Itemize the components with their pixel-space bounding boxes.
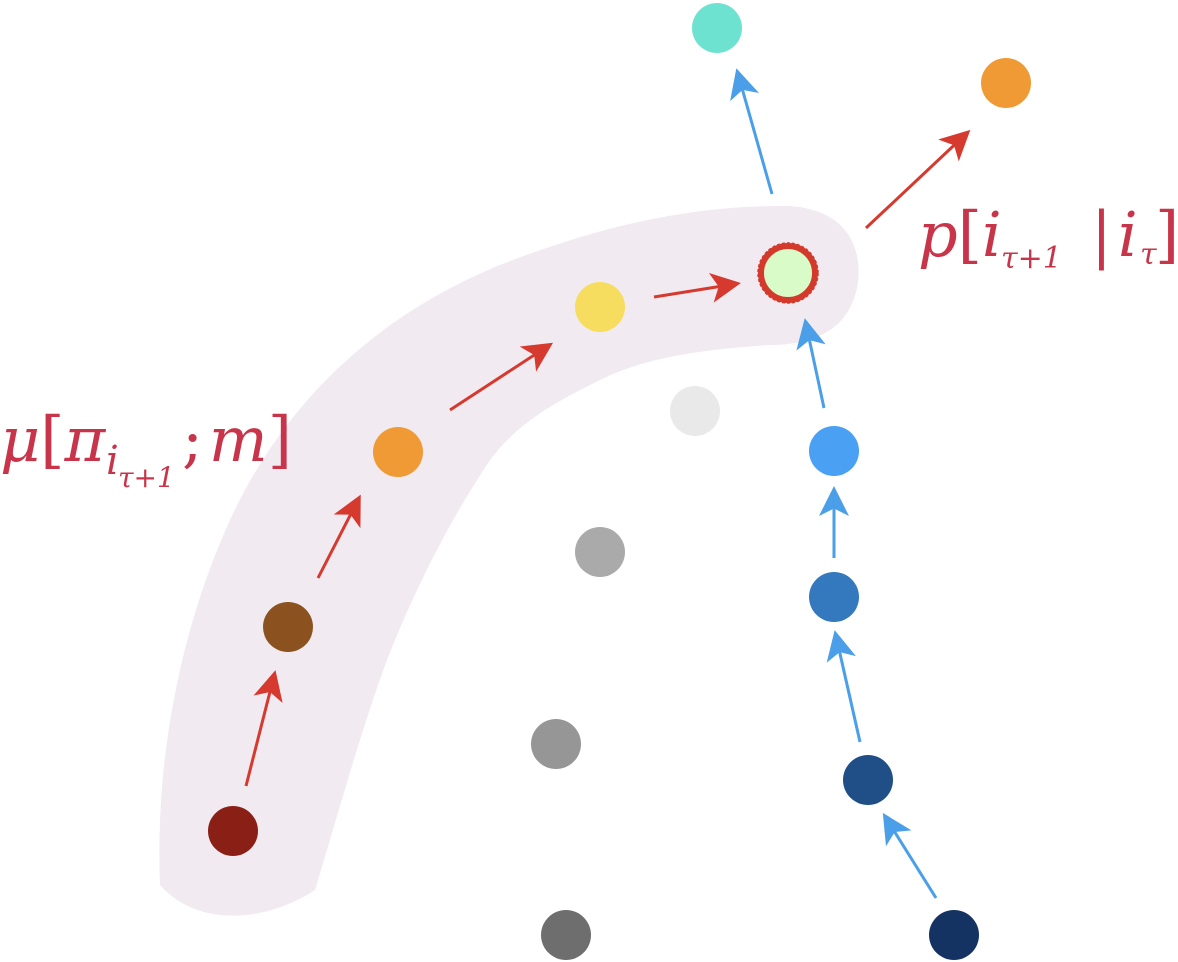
mu-sub-sub: τ+1 bbox=[118, 461, 175, 494]
mu-semicolon: ; bbox=[182, 403, 203, 476]
red-arrow-4 bbox=[864, 129, 971, 230]
node-target-ring-rough bbox=[757, 242, 819, 304]
node-gray-2 bbox=[575, 527, 625, 577]
node-red-path-1 bbox=[263, 602, 313, 652]
p-open-bracket: [ bbox=[958, 198, 982, 271]
p-sub1: τ+1 bbox=[1001, 241, 1062, 276]
svg-text:μ[π: μ[π bbox=[0, 403, 107, 476]
red-arrow-0 bbox=[244, 670, 283, 787]
node-red-path-3 bbox=[575, 282, 625, 332]
mu-sub-i: i bbox=[106, 438, 119, 484]
node-blue-path-2 bbox=[809, 572, 859, 622]
svg-text:|i: |i bbox=[1091, 198, 1138, 271]
p-symbol: p bbox=[918, 198, 958, 271]
blue-arrow-3 bbox=[796, 318, 826, 409]
p-i2: i bbox=[1118, 198, 1138, 271]
mu-label: μ[π i τ+1 ;m] bbox=[0, 403, 292, 494]
svg-text:;m]: ;m] bbox=[182, 403, 292, 476]
red-arrow-3 bbox=[653, 272, 741, 303]
p-i1: i bbox=[982, 198, 1002, 271]
node-blue-path-3 bbox=[809, 426, 859, 476]
blue-arrow-0 bbox=[882, 812, 938, 899]
svg-text:p[i: p[i bbox=[918, 198, 1002, 271]
mu-pi: π bbox=[64, 403, 107, 476]
blue-path-arrows bbox=[730, 68, 938, 899]
mu-close-bracket: ] bbox=[268, 403, 292, 476]
highlight-band bbox=[159, 205, 859, 916]
node-gray-3 bbox=[670, 386, 720, 436]
node-next-orange bbox=[981, 58, 1031, 108]
p-close-bracket: ] bbox=[1155, 198, 1178, 271]
nodes bbox=[208, 3, 1031, 960]
node-red-path-2 bbox=[373, 427, 423, 477]
node-blue-path-1 bbox=[843, 755, 893, 805]
node-target bbox=[758, 243, 818, 303]
p-bar: | bbox=[1091, 198, 1112, 271]
p-label: p[i τ+1 |i τ ] bbox=[918, 198, 1178, 276]
red-arrow-1 bbox=[316, 494, 361, 579]
red-arrow-2 bbox=[449, 342, 554, 412]
blue-arrow-4 bbox=[730, 68, 774, 195]
node-gray-0 bbox=[541, 910, 591, 960]
node-next-teal bbox=[692, 3, 742, 53]
node-gray-1 bbox=[531, 719, 581, 769]
mu-m: m bbox=[209, 403, 268, 476]
mu-open-bracket: [ bbox=[40, 403, 64, 476]
red-path-arrows bbox=[244, 129, 971, 787]
node-blue-path-0 bbox=[929, 910, 979, 960]
node-red-path-0 bbox=[208, 806, 258, 856]
p-sub2: τ bbox=[1140, 237, 1157, 272]
mu-symbol: μ bbox=[0, 403, 40, 476]
blue-arrow-1 bbox=[826, 630, 862, 743]
